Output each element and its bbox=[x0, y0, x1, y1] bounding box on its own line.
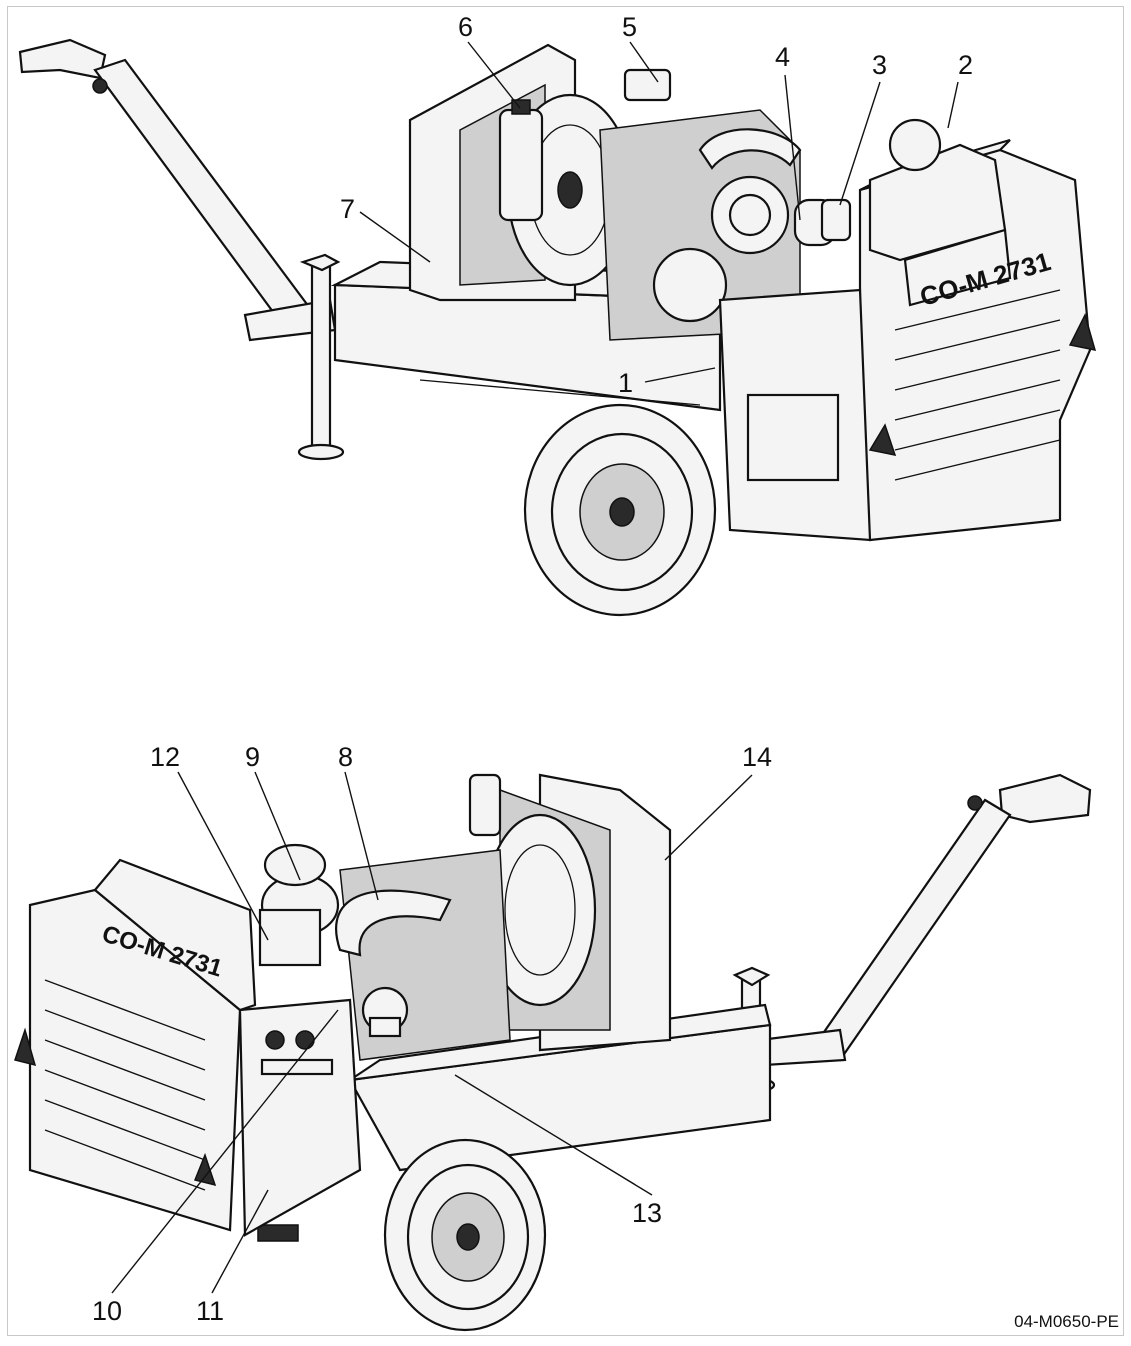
engine-bottom bbox=[335, 773, 511, 1061]
leader-lines-top bbox=[359, 41, 959, 383]
figure-code: 04-M0650-PE bbox=[1014, 1312, 1119, 1331]
callout-12: 12 bbox=[150, 742, 181, 772]
callout-14: 14 bbox=[742, 742, 773, 772]
wheel-top bbox=[523, 403, 717, 617]
compressor-housing-top bbox=[789, 118, 1097, 542]
louvers-top bbox=[894, 289, 1061, 481]
compressor-housing-bottom bbox=[14, 858, 299, 1242]
louvers-bottom bbox=[44, 979, 206, 1191]
fuel-filter-top bbox=[498, 99, 544, 222]
callout-10: 10 bbox=[92, 1296, 123, 1326]
compressor-head-bottom bbox=[258, 843, 340, 967]
tow-bar-top bbox=[18, 38, 337, 342]
engine-top bbox=[599, 68, 852, 341]
callout-8: 8 bbox=[338, 742, 354, 772]
jack-stand-top bbox=[297, 253, 345, 461]
callout-9: 9 bbox=[245, 742, 261, 772]
callout-11: 11 bbox=[196, 1296, 225, 1326]
callout-5: 5 bbox=[622, 12, 638, 42]
drawing-frame bbox=[7, 6, 1124, 1336]
wheel-bottom bbox=[383, 1138, 547, 1332]
callout-6: 6 bbox=[458, 12, 474, 42]
leader-lines-bottom bbox=[111, 771, 753, 1294]
callout-13: 13 bbox=[632, 1198, 663, 1228]
callout-2: 2 bbox=[958, 50, 974, 80]
callout-1: 1 bbox=[618, 368, 634, 398]
service-panel-top bbox=[718, 288, 872, 542]
callout-3: 3 bbox=[872, 50, 888, 80]
cooler-frame-bottom bbox=[483, 773, 672, 1052]
service-panel-bottom bbox=[238, 998, 362, 1237]
tow-bar-bottom bbox=[758, 773, 1092, 1067]
callout-4: 4 bbox=[775, 42, 791, 72]
callout-7: 7 bbox=[340, 194, 356, 224]
